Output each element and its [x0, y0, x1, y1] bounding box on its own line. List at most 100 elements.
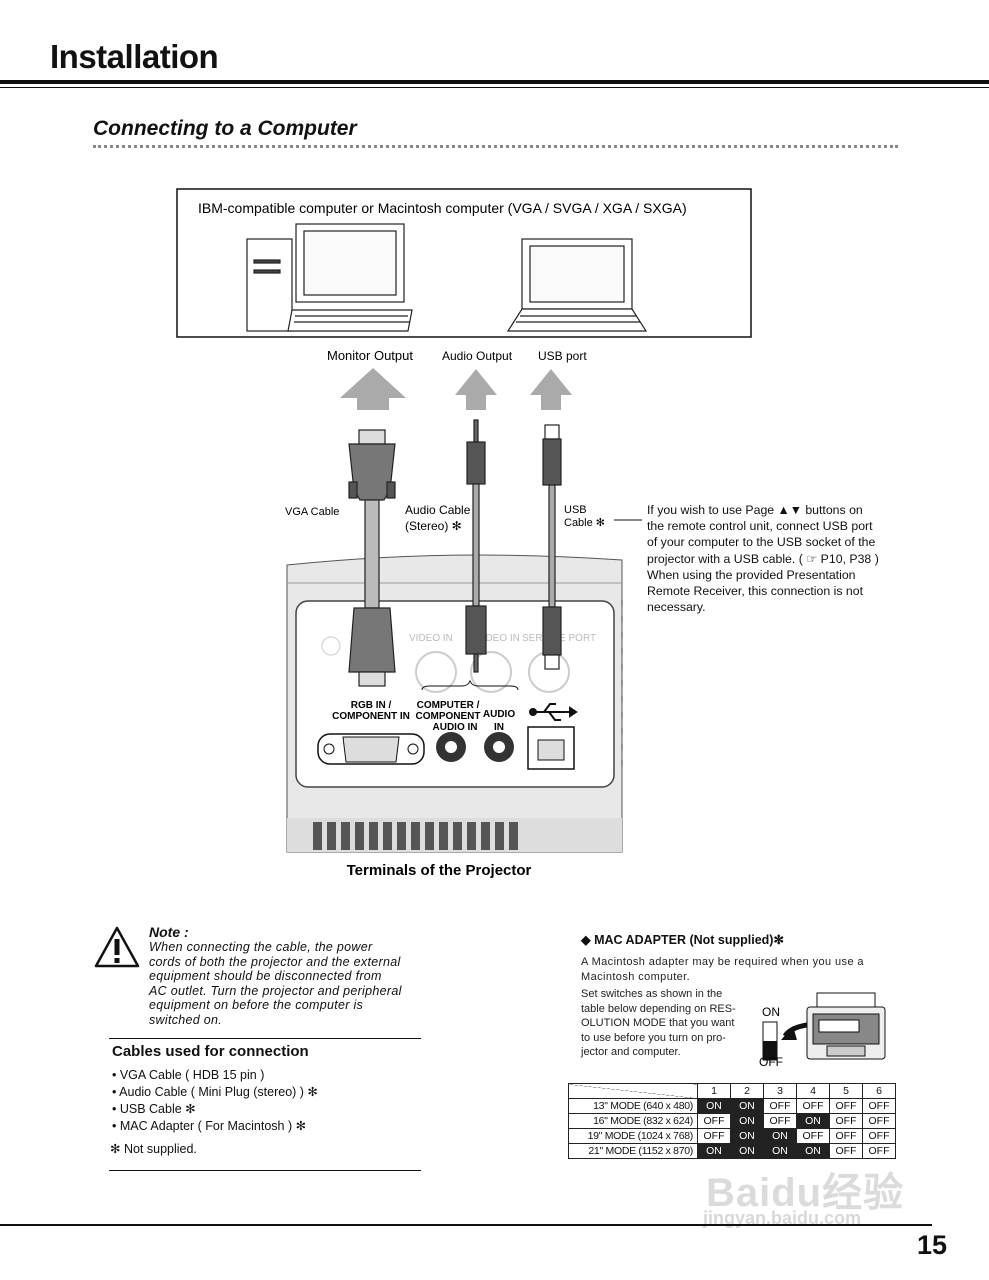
table-header-cell: 3 [763, 1083, 797, 1099]
note-title: Note : [149, 924, 189, 940]
cables-rule-bottom [109, 1170, 421, 1171]
table-header-cell: 6 [862, 1083, 896, 1099]
usb-socket-icon [527, 726, 575, 770]
desktop-computer-icon [246, 223, 413, 332]
audio-arrow-icon [455, 369, 497, 410]
monitor-output-label: Monitor Output [327, 348, 413, 363]
switch-cell: OFF [697, 1128, 731, 1144]
watermark-logo: Baidu经验 [706, 1171, 905, 1215]
mac-adapter-instructions: Set switches as shown in the table below… [581, 987, 746, 1060]
cable-item: • Audio Cable ( Mini Plug (stereo) ) ✻ [112, 1085, 318, 1099]
mac-instr-line: OLUTION MODE that you want [581, 1017, 735, 1030]
mac-instr-line: to use before you turn on pro- [581, 1031, 726, 1044]
computer-label: IBM-compatible computer or Macintosh com… [198, 200, 687, 216]
cables-list: • VGA Cable ( HDB 15 pin ) • Audio Cable… [112, 1067, 318, 1135]
computer-audio-label-2: COMPONENT [416, 711, 481, 722]
table-header-row: 1 2 3 4 5 6 [568, 1083, 896, 1099]
switch-cell: ON [730, 1143, 764, 1159]
audio-cable-label: Audio Cable [405, 503, 471, 517]
s-video-jack-icon [470, 651, 512, 693]
title-rule-thin [0, 87, 989, 88]
note-line: cords of both the projector and the exte… [149, 954, 401, 969]
switch-cell: OFF [796, 1098, 830, 1114]
mac-adapter-illustration: ON OFF [759, 992, 886, 1069]
footer-rule [0, 1224, 932, 1226]
mode-cell: 16" MODE (832 x 624) [568, 1113, 698, 1129]
usb-note-line: the remote control unit, connect USB por… [647, 519, 873, 534]
table-row: 16" MODE (832 x 624) OFF ON OFF ON OFF O… [568, 1113, 896, 1129]
table-header-cell: 5 [829, 1083, 863, 1099]
switch-cell: OFF [829, 1143, 863, 1159]
resolution-table: 1 2 3 4 5 6 13" MODE (640 x 480) ON ON O… [568, 1083, 896, 1159]
switch-cell: OFF [697, 1113, 731, 1129]
switch-cell: ON [763, 1128, 797, 1144]
table-row: 21" MODE (1152 x 870) ON ON ON ON OFF OF… [568, 1143, 896, 1159]
monitor-arrow-icon [340, 368, 406, 410]
section-title: Connecting to a Computer [93, 117, 357, 140]
switch-cell: ON [730, 1128, 764, 1144]
switch-cell: OFF [862, 1143, 896, 1159]
usb-note-line: If you wish to use Page ▲▼ buttons on [647, 503, 863, 517]
mode-cell: 19" MODE (1024 x 768) [568, 1128, 698, 1144]
switch-cell: OFF [763, 1113, 797, 1129]
watermark-url: jingyan.baidu.com [703, 1208, 862, 1228]
audio-bracket [421, 679, 519, 691]
cables-rule-top [109, 1038, 421, 1039]
switch-cell: ON [796, 1143, 830, 1159]
audio-cable [465, 419, 487, 673]
rgb-in-socket-icon [317, 733, 425, 765]
note-body: When connecting the cable, the power cor… [149, 940, 403, 1028]
audio-cable-stereo-label: (Stereo) ✻ [405, 519, 462, 533]
usb-cable [542, 424, 562, 670]
dotted-divider [93, 145, 898, 148]
computer-audio-label-3: AUDIO IN [433, 722, 478, 733]
switch-cell: OFF [862, 1128, 896, 1144]
note-line: equipment on before the computer is [149, 998, 364, 1013]
usb-note-line: Remote Receiver, this connection is not [647, 584, 863, 599]
note-line: When connecting the cable, the power [149, 940, 373, 954]
usb-note-line: projector with a USB cable. ( ☞ P10, P38… [647, 551, 879, 566]
table-header-cell: 4 [796, 1083, 830, 1099]
mac-adapter-intro: A Macintosh adapter may be required when… [581, 955, 881, 984]
page-number: 15 [917, 1230, 948, 1260]
switch-cell: OFF [763, 1098, 797, 1114]
page-title: Installation [50, 38, 219, 75]
switch-cell: ON [730, 1113, 764, 1129]
usb-arrow-icon [530, 369, 572, 410]
vga-cable [348, 429, 396, 687]
faded-jack-icon [321, 636, 341, 656]
mac-adapter-plug-icon [806, 992, 886, 1060]
switch-cell: ON [763, 1143, 797, 1159]
title-rule [0, 80, 989, 84]
rgb-in-label: RGB IN / [351, 700, 392, 711]
note-line: switched on. [149, 1012, 223, 1027]
audio-in-label-1: AUDIO [483, 709, 515, 720]
switch-cell: OFF [829, 1113, 863, 1129]
not-supplied-footnote: ✻ Not supplied. [110, 1142, 197, 1156]
mode-cell: 21" MODE (1152 x 870) [568, 1143, 698, 1159]
cable-item: • MAC Adapter ( For Macintosh ) ✻ [112, 1119, 307, 1133]
cable-item: • USB Cable ✻ [112, 1102, 196, 1116]
usb-cable-label-2: Cable ✻ [564, 517, 605, 529]
table-row: 13" MODE (640 x 480) ON ON OFF OFF OFF O… [568, 1098, 896, 1114]
switch-cell: ON [730, 1098, 764, 1114]
switch-off-label: OFF [759, 1055, 783, 1069]
switch-cell: OFF [829, 1098, 863, 1114]
audio-in-label-2: IN [494, 722, 504, 733]
usb-port-label: USB port [538, 349, 587, 363]
usb-symbol-icon [529, 703, 578, 721]
note-line: AC outlet. Turn the projector and periph… [149, 983, 402, 998]
diagram-caption: Terminals of the Projector [347, 862, 532, 879]
mac-intro-line: A Macintosh adapter may be required when… [581, 956, 864, 968]
usb-note-line: necessary. [647, 600, 706, 615]
usb-note-line: of your computer to the USB socket of th… [647, 535, 876, 550]
switch-cell: ON [796, 1113, 830, 1129]
cables-heading: Cables used for connection [112, 1043, 309, 1060]
computer-audio-label-1: COMPUTER / [417, 700, 480, 711]
switch-cell: OFF [829, 1128, 863, 1144]
computer-box [176, 188, 752, 338]
video-in-label: VIDEO IN [409, 633, 453, 644]
mac-instr-line: jector and computer. [581, 1046, 681, 1059]
s-video-in-label: S-VIDEO IN [466, 633, 520, 644]
